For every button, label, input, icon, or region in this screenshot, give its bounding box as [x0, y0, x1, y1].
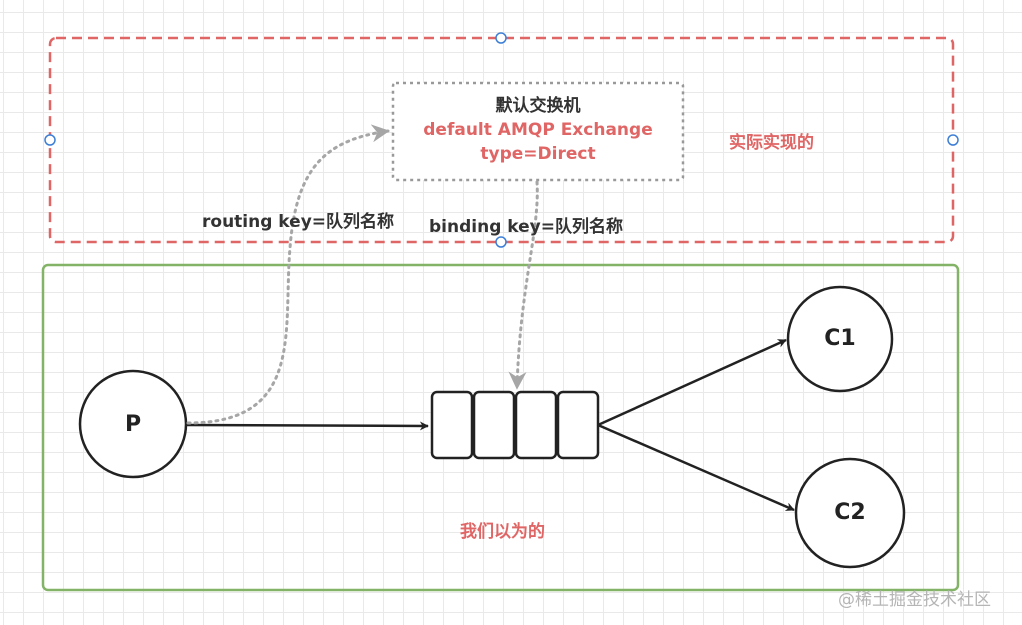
queue-cell [430, 390, 474, 460]
assumed-region-label: 我们以为的 [460, 522, 545, 542]
producer-to-queue-arrow[interactable] [185, 421, 429, 431]
binding-key-arrow[interactable] [508, 180, 539, 390]
assumed-region-frame [41, 263, 960, 592]
binding-key-label: binding key=队列名称 [429, 217, 623, 237]
exchange-box[interactable] [391, 81, 685, 182]
selection-handle-top[interactable] [495, 32, 507, 44]
selection-handle-bottom[interactable] [495, 236, 507, 248]
exchange-name-cn: 默认交换机 [495, 96, 581, 116]
exchange-label: 默认交换机 default AMQP Exchange type=Direct [393, 94, 683, 166]
queue-cell [514, 390, 558, 460]
exchange-type: type=Direct [480, 144, 596, 164]
selection-handle-right[interactable] [947, 134, 959, 146]
routing-key-label: routing key=队列名称 [202, 212, 395, 232]
actual-region-label: 实际实现的 [729, 133, 814, 153]
consumer-node-c1[interactable] [786, 285, 894, 393]
consumer-c1-label: C1 [824, 326, 856, 351]
queue-cell [556, 390, 600, 460]
consumer-node-c2[interactable] [794, 457, 906, 569]
consumer-c2-label: C2 [834, 500, 866, 525]
producer-label: P [124, 412, 142, 437]
queue[interactable] [430, 390, 600, 460]
watermark-text: @稀土掘金技术社区 [838, 590, 991, 610]
queue-to-c2-arrow[interactable] [597, 423, 795, 512]
exchange-name-en: default AMQP Exchange [423, 120, 653, 140]
routing-key-arrow[interactable] [186, 124, 390, 425]
selection-handle-left[interactable] [44, 134, 56, 146]
producer-node[interactable] [78, 369, 188, 479]
queue-to-c1-arrow[interactable] [597, 338, 787, 427]
queue-cell [472, 390, 516, 460]
